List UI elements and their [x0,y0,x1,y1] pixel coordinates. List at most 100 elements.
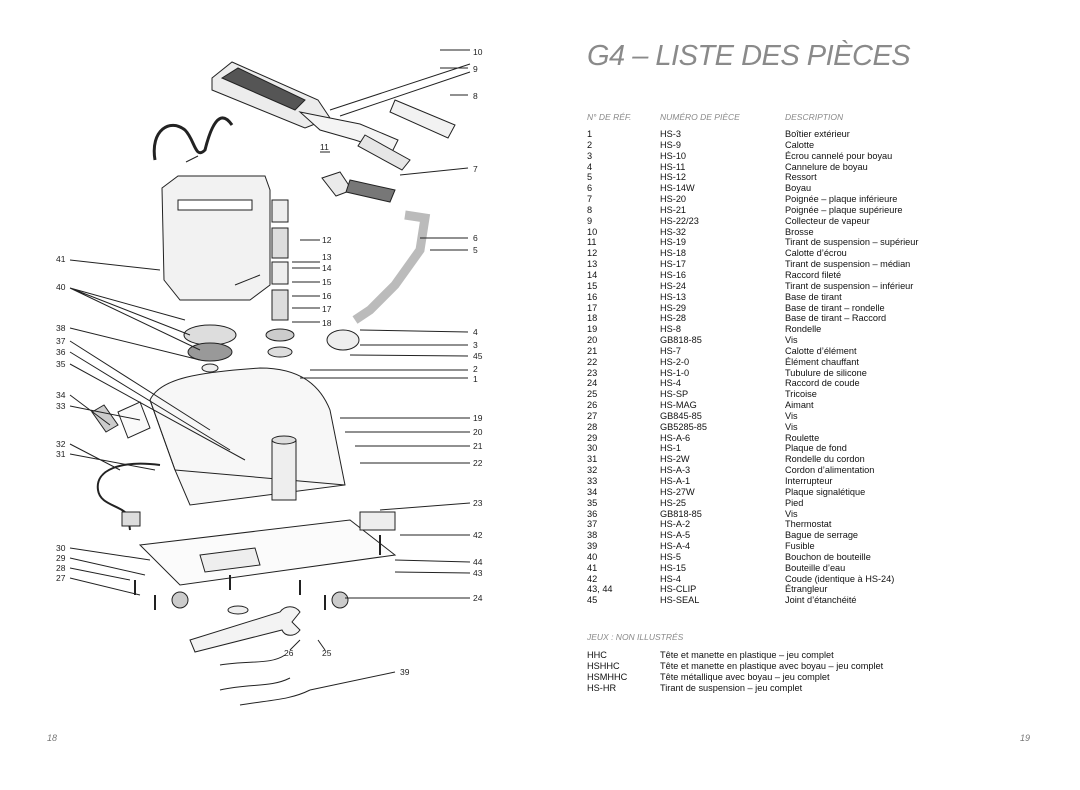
callout-label: 4 [473,327,478,337]
part-number: HS-SEAL [660,595,700,606]
part-number: HS-18 [660,248,687,259]
callout-label: 39 [400,667,410,677]
column-header-ref: N° DE RÉF. [587,112,632,122]
set-description: Tirant de suspension – jeu complet [660,683,803,693]
part-ref: 25 [587,389,598,400]
part-number: HS-13 [660,291,687,302]
part-number: GB845-85 [660,410,702,421]
part-ref: 39 [587,541,598,552]
callout-label: 38 [56,323,66,333]
part-ref: 23 [587,367,598,378]
part-ref: 27 [587,410,598,421]
part-ref: 42 [587,573,598,584]
part-ref: 31 [587,454,598,465]
part-description: Bouchon de bouteille [785,551,871,562]
part-description: Calotte d’élément [785,345,857,356]
callout-label: 3 [473,340,478,350]
part-description: Collecteur de vapeur [785,215,870,226]
part-ref: 38 [587,530,598,541]
part-number: HS-4 [660,573,681,584]
callout-label: 28 [56,563,66,573]
part-description: Vis [785,335,798,346]
part-ref: 18 [587,313,598,324]
part-description: Base de tirant – Raccord [785,313,887,324]
callout-label: 16 [322,291,332,301]
part-number: HS-A-2 [660,519,691,530]
callout-label: 41 [56,254,66,264]
callout-label: 24 [473,593,483,603]
part-description: Boîtier extérieur [785,129,850,139]
part-description: Tubulure de silicone [785,367,867,378]
part-number: HS-CLIP [660,584,697,595]
part-description: Poignée – plaque inférieure [785,194,898,205]
part-number: HS-A-3 [660,465,691,476]
part-description: Cordon d’alimentation [785,465,875,476]
callout-label: 19 [473,413,483,423]
part-description: Fusible [785,541,815,552]
part-description: Bouteille d’eau [785,562,846,573]
part-number: HS-9 [660,139,681,150]
part-description: Étrangleur [785,584,828,595]
callout-label: 22 [473,458,483,468]
part-number: HS-15 [660,562,687,573]
part-description: Élément chauffant [785,356,859,367]
part-ref: 28 [587,421,598,432]
part-ref: 20 [587,335,598,346]
part-number: HS-10 [660,150,687,161]
callout-label: 36 [56,347,66,357]
callout-label: 30 [56,543,66,553]
parts-list-page: G4 – LISTE DES PIÈCES N° DE RÉF. NUMÉRO … [540,0,1080,785]
table-row: 23 HS-1-0 Tubulure de silicone [587,368,1007,379]
part-ref: 6 [587,183,593,194]
part-number: HS-22/23 [660,215,699,226]
part-number: HS-3 [660,129,681,139]
part-description: Écrou cannelé pour boyau [785,150,893,161]
part-ref: 4 [587,161,593,172]
callout-label: 26 [284,648,294,658]
set-description: Tête et manette en plastique – jeu compl… [660,650,834,660]
callout-label: 25 [322,648,332,658]
sets-title: JEUX : NON ILLUSTRÉS [587,632,684,642]
part-ref: 30 [587,443,598,454]
part-ref: 35 [587,497,598,508]
part-number: HS-19 [660,237,687,248]
part-number: HS-29 [660,302,687,313]
callout-label: 2 [473,364,478,374]
part-ref: 15 [587,280,598,291]
part-number: HS-1-0 [660,367,690,378]
callout-label: 1 [473,374,478,384]
part-number: HS-A-5 [660,530,691,541]
part-number: HS-14W [660,183,695,194]
callout-label: 18 [322,318,332,328]
callout-label: 23 [473,498,483,508]
callout-label: 20 [473,427,483,437]
part-description: Bague de serrage [785,530,859,541]
callout-label: 40 [56,282,66,292]
part-description: Rondelle du cordon [785,454,865,465]
callout-label: 15 [322,277,332,287]
set-code: HHC [587,650,607,660]
column-header-part: NUMÉRO DE PIÈCE [660,112,740,122]
